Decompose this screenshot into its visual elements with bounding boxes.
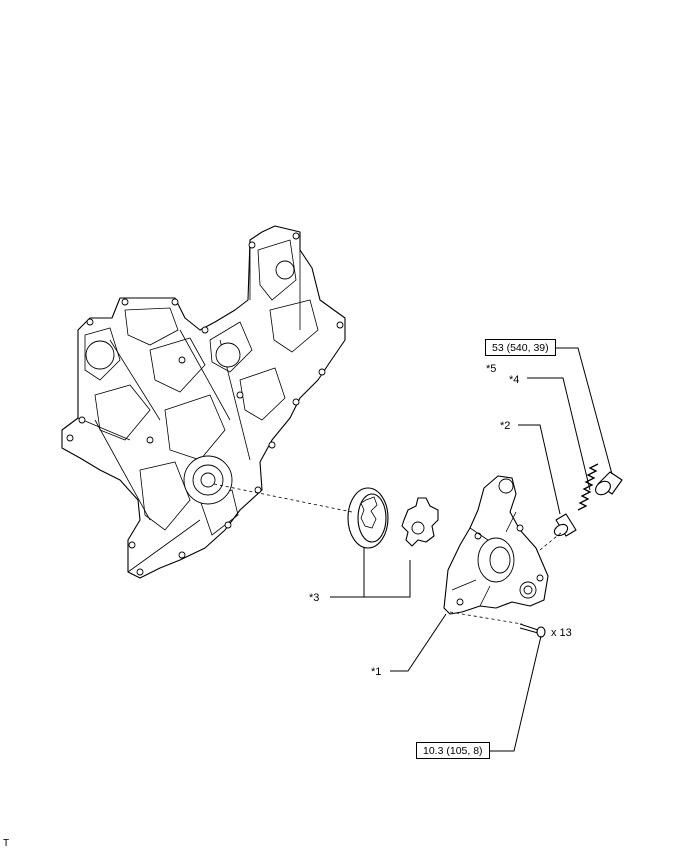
relief-valve-spring bbox=[577, 463, 599, 511]
bolt-quantity: x 13 bbox=[551, 627, 572, 639]
callout-1: *1 bbox=[371, 666, 381, 678]
leader-c4 bbox=[527, 377, 591, 491]
assembly-line-pump-valve bbox=[539, 531, 563, 551]
timing-chain-cover bbox=[61, 225, 346, 579]
callout-5: *5 bbox=[486, 363, 496, 375]
oil-pump-drive-rotor-outer bbox=[347, 487, 389, 549]
callout-4: *4 bbox=[509, 374, 519, 386]
corner-mark: T bbox=[3, 838, 10, 849]
assembly-line-pump-bolt bbox=[449, 611, 523, 625]
leader-torque-plug bbox=[555, 347, 613, 475]
leader-c2 bbox=[518, 424, 561, 515]
leader-c1 bbox=[390, 613, 447, 672]
oil-pump-assembly bbox=[443, 475, 549, 615]
relief-valve-plug bbox=[595, 471, 623, 496]
callout-2: *2 bbox=[500, 420, 510, 432]
oil-pump-bolt bbox=[519, 623, 546, 638]
torque-spec-relief-plug: 53 (540, 39) bbox=[485, 339, 556, 356]
relief-valve bbox=[553, 513, 577, 537]
leader-c3 bbox=[330, 548, 411, 598]
oil-pump-driven-rotor-inner bbox=[401, 497, 439, 547]
torque-spec-pump-bolt: 10.3 (105, 8) bbox=[416, 742, 490, 759]
leader-torque-bolt bbox=[488, 635, 542, 752]
callout-3: *3 bbox=[309, 592, 319, 604]
